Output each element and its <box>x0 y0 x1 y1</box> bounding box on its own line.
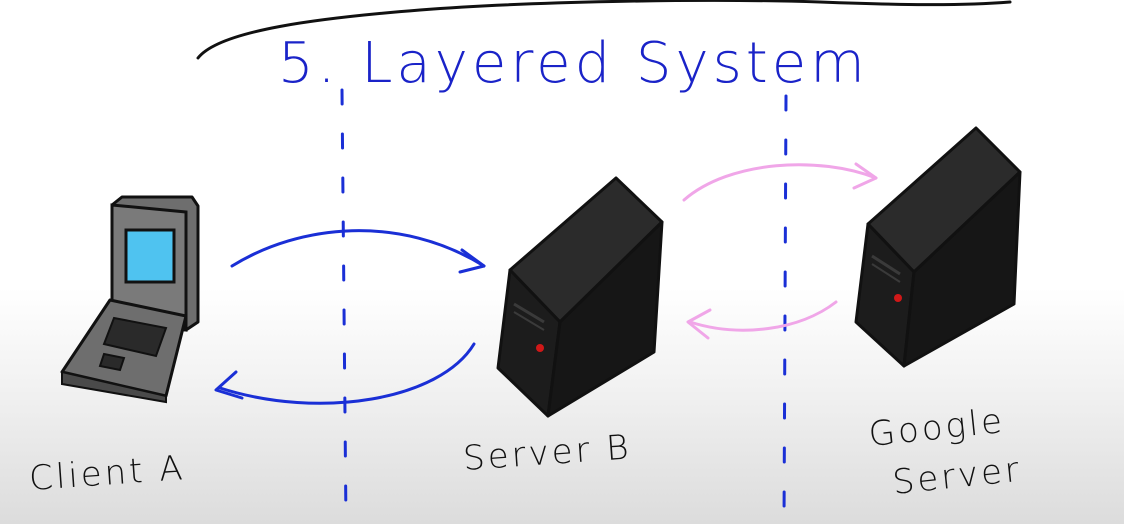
google-label-line1: Google <box>867 401 1007 455</box>
diagram-title: 5. Layered System <box>278 31 869 96</box>
client-label: Client A <box>28 448 187 499</box>
layer-divider-right <box>782 94 788 524</box>
power-led <box>894 294 902 302</box>
laptop-icon <box>60 195 200 404</box>
request-arrow-client-to-server <box>230 229 486 274</box>
top-swoosh <box>196 0 1012 60</box>
server-tower-icon <box>496 176 664 418</box>
request-arrow-server-to-google <box>682 162 878 202</box>
server-b-label: Server B <box>462 427 633 479</box>
response-arrow-google-to-server <box>686 300 838 340</box>
layer-divider-left <box>340 88 348 524</box>
power-led <box>536 344 544 352</box>
server-tower-icon <box>854 126 1022 368</box>
response-arrow-server-to-client <box>214 342 476 405</box>
laptop-screen <box>124 228 176 284</box>
google-label-line2: Server <box>891 450 1024 503</box>
